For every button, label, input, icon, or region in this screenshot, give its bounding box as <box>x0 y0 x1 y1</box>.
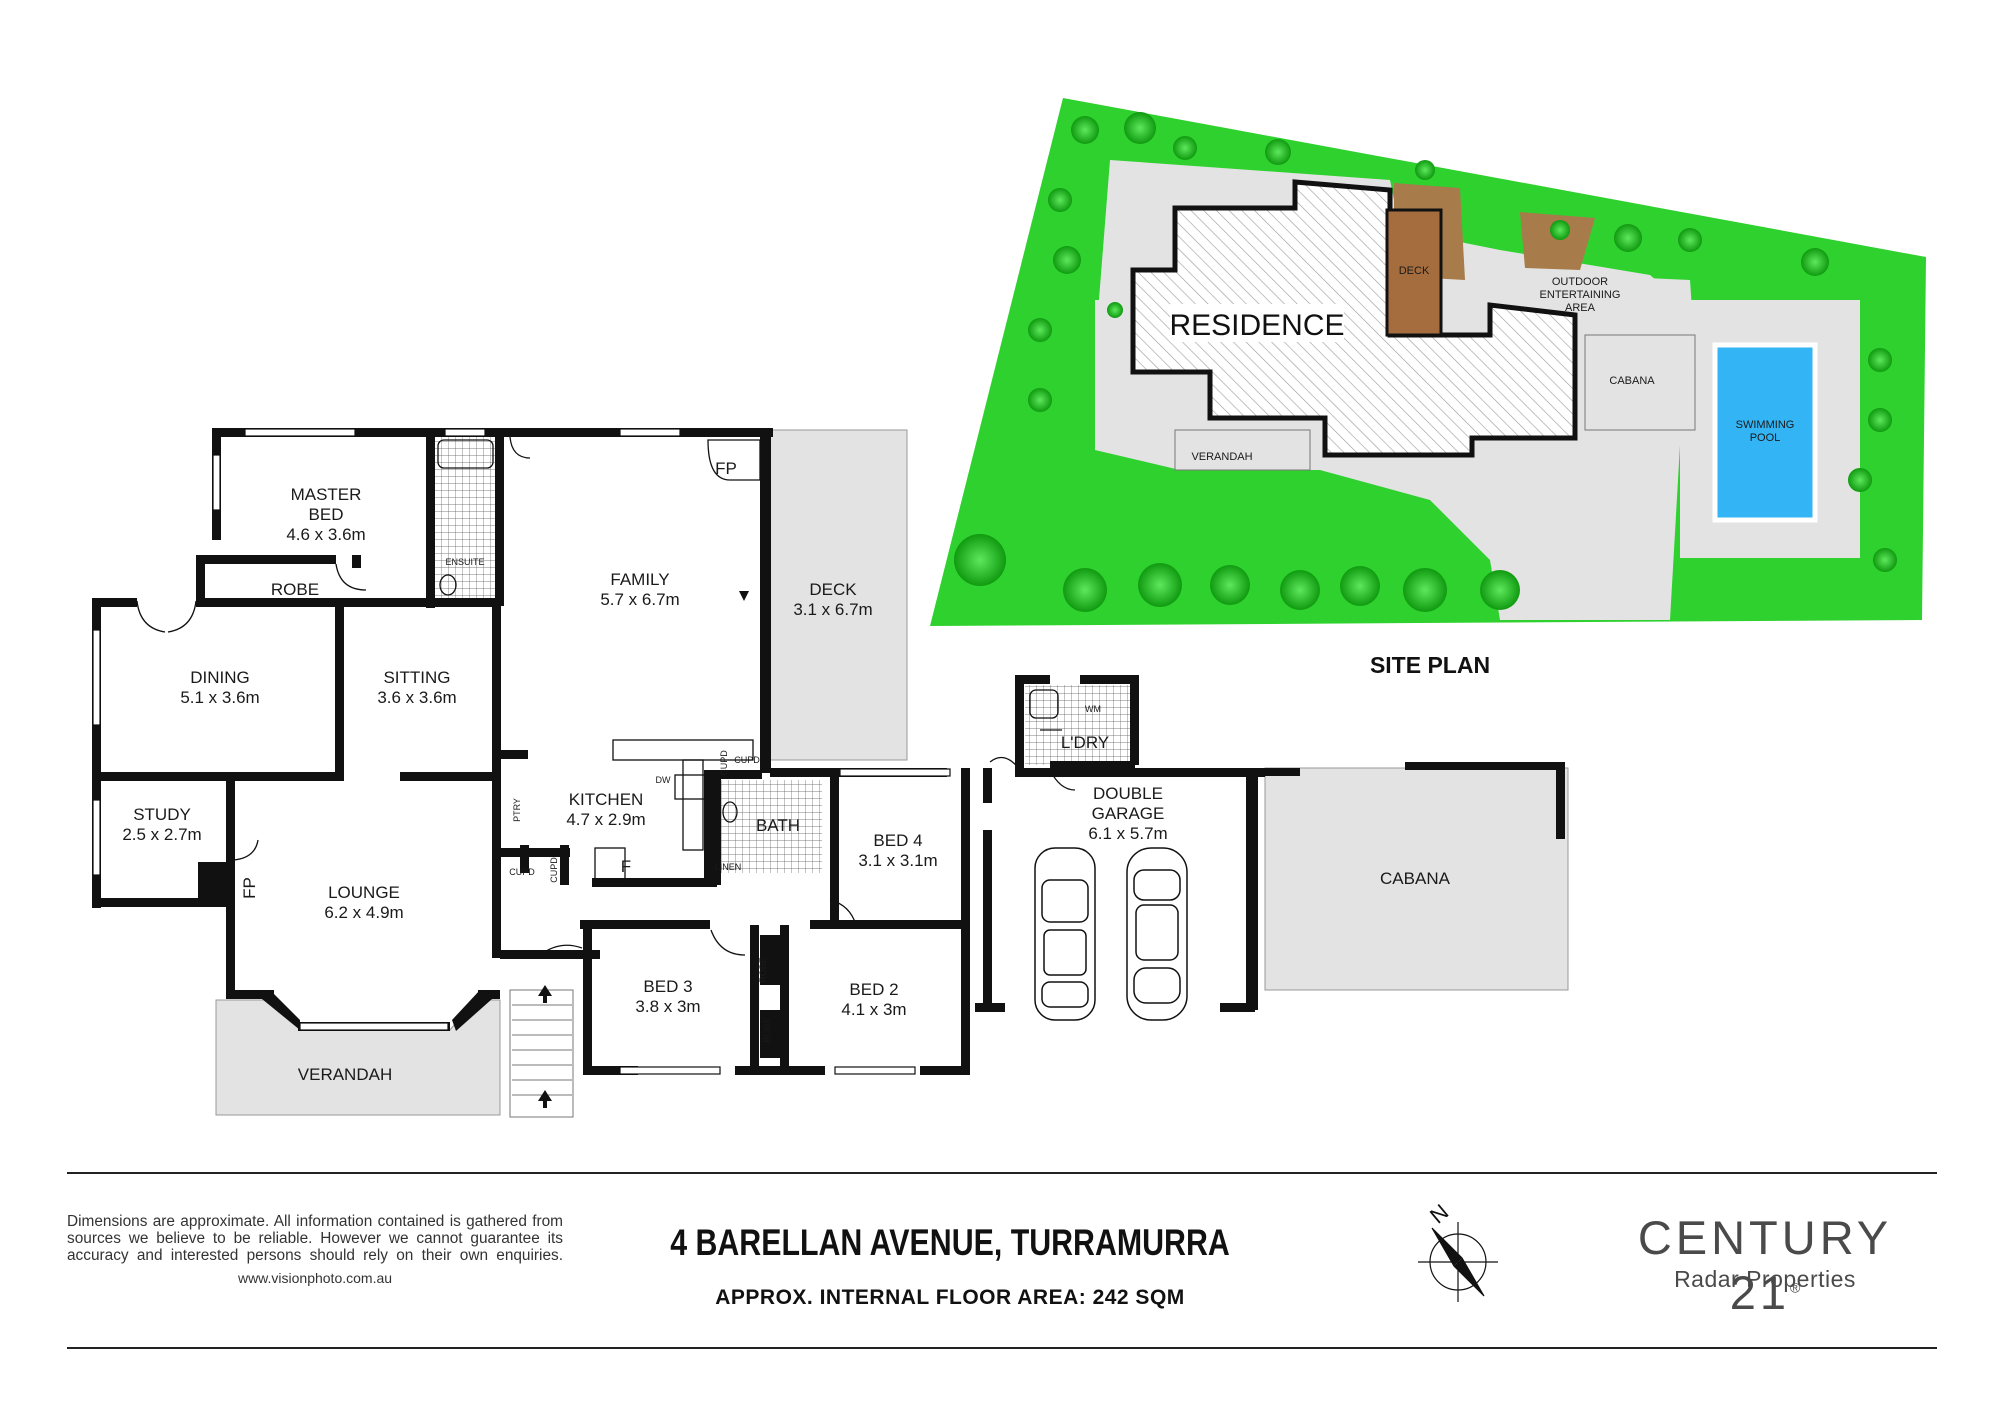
site-residence <box>1130 179 1578 458</box>
bath-tiles <box>715 780 822 873</box>
site-cabana-label: CABANA <box>1609 375 1655 387</box>
room-label-robe-3: ROBE <box>758 957 768 983</box>
website-text: www.visionphoto.com.au <box>237 1270 393 1286</box>
site-side-path <box>1095 300 1140 350</box>
room-label-deck: DECK <box>809 580 857 599</box>
cabana-area <box>1264 767 1569 991</box>
room-label-cupd-1: CUPD <box>509 867 535 877</box>
fixtures <box>437 439 1062 881</box>
room-label-ensuite: ENSUITE <box>445 557 484 567</box>
site-pool-label-2: POOL <box>1750 432 1781 444</box>
room-dims-family: 5.7 x 6.7m <box>600 590 679 609</box>
room-label-wm: WM <box>1085 704 1101 714</box>
brand-registered-mark: ® <box>1789 1279 1801 1296</box>
room-label-fp-family: FP <box>715 459 737 478</box>
entry-arrows <box>538 591 749 1108</box>
compass-north: N <box>1425 1199 1453 1228</box>
room-label-master: MASTER <box>291 485 362 504</box>
brand-logo: CENTURY 21® <box>1600 1210 1930 1320</box>
room-label-robe: ROBE <box>271 580 319 599</box>
site-residence-label-box <box>1170 304 1344 342</box>
room-label-dw: DW <box>656 775 671 785</box>
site-plan-title: SITE PLAN <box>1370 652 1490 678</box>
room-dims-sitting: 3.6 x 3.6m <box>377 688 456 707</box>
room-label-dining: DINING <box>190 668 250 687</box>
ensuite-tiles <box>435 435 495 600</box>
laundry-tiles <box>1025 685 1135 765</box>
site-cabana <box>1584 334 1696 431</box>
brand-name: CENTURY 21 <box>1637 1211 1893 1319</box>
room-dims-kitchen: 4.7 x 2.9m <box>566 810 645 829</box>
room-dims-bed4: 3.1 x 3.1m <box>858 851 937 870</box>
site-pool <box>1712 342 1818 523</box>
deck-area <box>769 429 908 761</box>
room-dims-study: 2.5 x 2.7m <box>122 825 201 844</box>
compass-rose: N <box>1418 1199 1498 1302</box>
room-label-sitting: SITTING <box>383 668 450 687</box>
room-label-garage: DOUBLE <box>1093 784 1163 803</box>
room-dims-garage: 6.1 x 5.7m <box>1088 824 1167 843</box>
room-dims-bed3: 3.8 x 3m <box>635 997 700 1016</box>
room-dims-bed2: 4.1 x 3m <box>841 1000 906 1019</box>
footer-rule-bottom <box>67 1347 1937 1349</box>
room-label-cupd-3: CUPD <box>719 750 729 776</box>
site-residence-label: RESIDENCE <box>1169 309 1344 342</box>
site-deck <box>1385 208 1443 337</box>
site-verandah-label: VERANDAH <box>1191 451 1252 463</box>
room-label-linen: LINEN <box>715 862 742 872</box>
room-label-family: FAMILY <box>610 570 669 589</box>
room-label-ldry: L'DRY <box>1061 733 1109 752</box>
room-label-study: STUDY <box>133 805 191 824</box>
room-label-cupd-2: CUPD <box>549 857 559 883</box>
car-left <box>1034 847 1096 1021</box>
room-label-fridge: F <box>621 857 631 876</box>
site-outdoor-label-3: AREA <box>1565 302 1596 314</box>
room-label-bed2: BED 2 <box>849 980 898 999</box>
property-address: 4 BARELLAN AVENUE, TURRAMURRA <box>670 1222 1230 1263</box>
room-labels: MASTER BED 4.6 x 3.6m ROBE ENSUITE FAMIL… <box>122 459 1450 1084</box>
room-label-bed4: BED 4 <box>873 831 922 850</box>
room-label-kitchen: KITCHEN <box>569 790 644 809</box>
room-dims-dining: 5.1 x 3.6m <box>180 688 259 707</box>
brand-subtitle: Radar Properties <box>1674 1266 1856 1292</box>
room-label-cupd-4: CUPD <box>734 755 760 765</box>
site-deck-label: DECK <box>1399 265 1430 277</box>
room-label-cabana: CABANA <box>1380 869 1451 888</box>
site-trees <box>954 112 1897 612</box>
site-garden-bed-right <box>1520 212 1595 270</box>
room-dims-master: 4.6 x 3.6m <box>286 525 365 544</box>
room-dims-deck: 3.1 x 6.7m <box>793 600 872 619</box>
room-label-bath: BATH <box>756 816 800 835</box>
room-label-verandah: VERANDAH <box>298 1065 392 1084</box>
room-dims-lounge: 6.2 x 4.9m <box>324 903 403 922</box>
site-plan: RESIDENCE DECK OUTDOOR ENTERTAINING AREA… <box>930 98 1926 678</box>
room-label-fp-lounge: FP <box>240 877 259 899</box>
site-outdoor-label-1: OUTDOOR <box>1552 276 1608 288</box>
room-label-master-2: BED <box>309 505 344 524</box>
floor-area: APPROX. INTERNAL FLOOR AREA: 242 SQM <box>715 1286 1185 1309</box>
step-treads <box>512 1004 572 1096</box>
door-swings <box>136 436 1076 956</box>
room-label-bed3: BED 3 <box>643 977 692 996</box>
footer-rule-top <box>67 1172 1937 1174</box>
site-verandah <box>1174 429 1311 471</box>
site-outdoor-label-2: ENTERTAINING <box>1540 289 1621 301</box>
site-pool-label-1: SWIMMING <box>1736 419 1795 431</box>
room-label-garage-2: GARAGE <box>1092 804 1165 823</box>
car-right <box>1126 847 1188 1021</box>
room-label-lounge: LOUNGE <box>328 883 400 902</box>
floor-plan: MASTER BED 4.6 x 3.6m ROBE ENSUITE FAMIL… <box>92 428 1569 1118</box>
windows <box>92 428 951 1075</box>
disclaimer-text: Dimensions are approximate. All informat… <box>67 1213 563 1264</box>
room-label-robe-2: ROBE <box>762 1017 772 1043</box>
room-label-ptry: PTRY <box>512 798 522 822</box>
